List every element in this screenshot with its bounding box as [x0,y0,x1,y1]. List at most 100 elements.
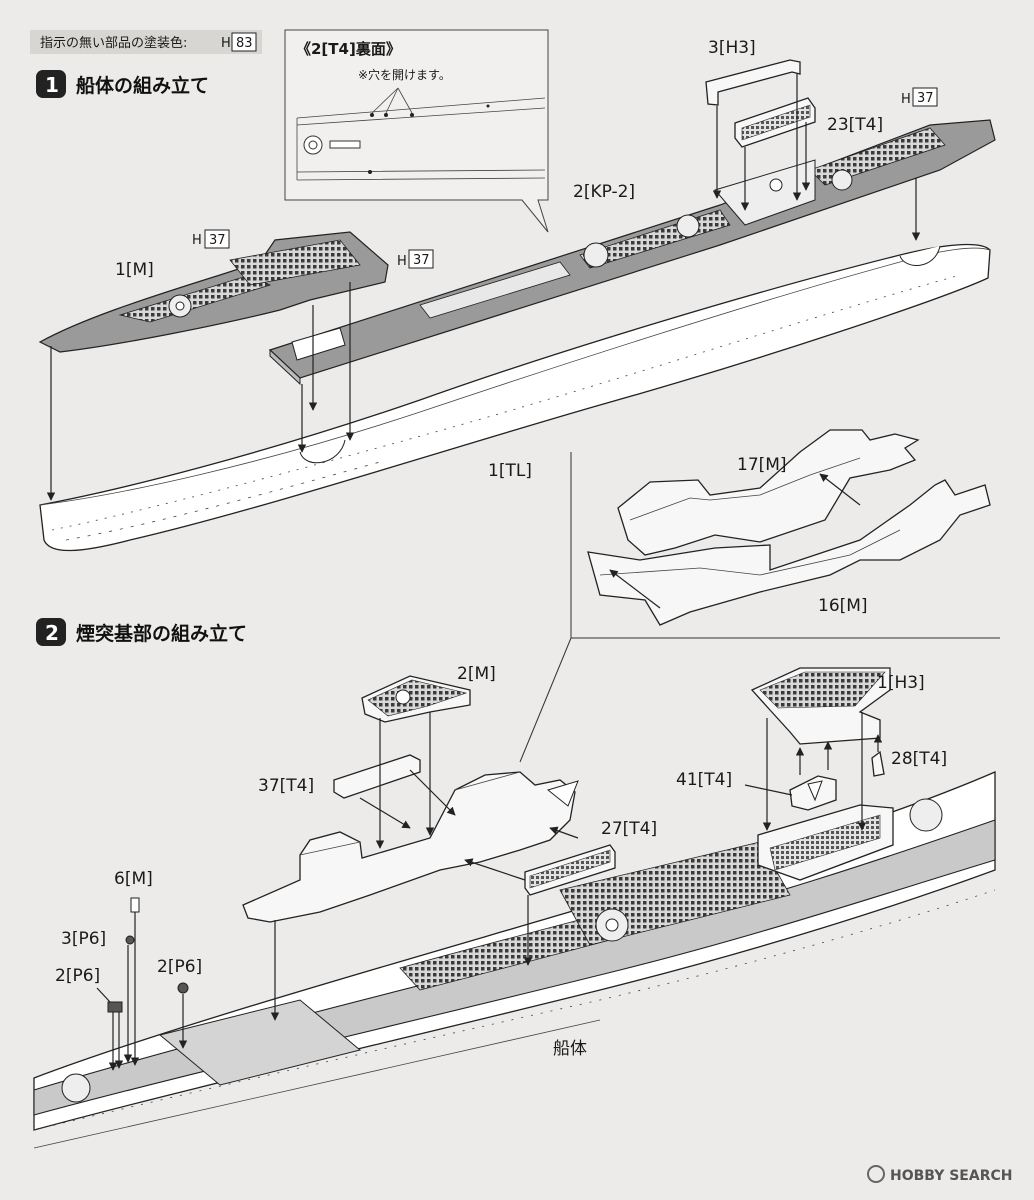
mast-cap [130,897,140,913]
inset-slot [329,140,361,149]
hull-deck-view [33,771,996,1149]
guide-arrow [549,826,579,839]
fitting3-body [125,935,135,945]
paint-note-label: 指示の無い部品の塗装色: [40,35,187,51]
platform-hole [395,689,411,705]
rail-part-3-h3 [705,59,801,106]
step1-heading: 1 船体の組み立て [36,70,209,98]
paint-box [408,249,434,269]
section-dividers [519,452,1000,763]
label-2-kp2: 2[KP-2] [573,182,635,202]
panel-body [333,754,421,799]
platform-part-2-m [361,675,471,723]
step2-title: 煙突基部の組み立て [76,622,247,645]
label-hull: 船体 [553,1039,587,1059]
hull-bridge-base [158,999,362,1086]
step1-guide-lines [46,74,921,501]
panel-part-37-t4 [333,754,421,799]
fitting-part-2-p6-right [177,982,189,994]
rail-part-body [705,59,801,106]
label-1-m: 1[M] [115,260,154,280]
step2-heading: 2 煙突基部の組み立て [36,618,247,646]
main-deck-turret-ring [831,169,853,191]
guide-leader [744,784,793,796]
guide-arrow [464,858,526,881]
paint-box [204,229,230,249]
rack-part-slots [741,104,811,141]
guide-arrow [359,797,411,829]
paint-code-h37-c: H 37 [901,87,938,107]
platform-grating [367,679,468,717]
step2-badge [36,618,66,646]
watermark: HOBBY SEARCH [867,1165,1012,1184]
inset-hole-mark [384,113,388,117]
paint-note-background [30,30,262,54]
bulwark-part-17-m [617,429,920,556]
main-deck-turret-ring [676,214,700,238]
paint-box [912,87,938,107]
paint-prefix: H [901,92,911,107]
post28-body [871,750,885,777]
paint-code-h37-b: H 37 [397,249,434,269]
rack-part-27-t4 [524,844,616,896]
step1-number: 1 [45,73,59,97]
hull-part-1-tl [39,243,991,552]
label-37-t4: 37[T4] [258,776,314,796]
inset-hole-mark [368,170,372,174]
label-2-p6-right: 2[P6] [157,957,202,977]
hull-fore-well [299,439,346,464]
paint-prefix: H [397,254,407,269]
bracket-part-41-t4 [789,775,837,811]
label-28-t4: 28[T4] [891,749,947,769]
watermark-text: HOBBY SEARCH [890,1168,1012,1184]
inset-pointer-lines [371,87,413,114]
callout-line [519,637,572,763]
rack-part-23-t4 [734,97,816,148]
main-deck-edge [269,348,301,386]
main-deck-part-2-kp2 [268,119,996,386]
paint-prefix: H [192,233,202,248]
paint-code-box [231,32,257,52]
paint-code-h37-a: H 37 [192,229,230,249]
label-3-h3: 3[H3] [708,38,756,58]
hull-turret-ring [61,1073,91,1103]
foredeck-grating-aft [229,239,361,286]
label-27-t4: 27[T4] [601,819,657,839]
bracket41-cutout [807,780,823,802]
label-17-m: 17[M] [737,455,787,475]
paint-note-prefix: H [221,36,231,51]
foredeck-part-1-m [38,231,389,353]
foredeck-grating [118,274,272,323]
guide-arrow [609,569,661,609]
paint-note-code: 83 [236,36,253,51]
guide-arrow [409,769,456,816]
paint-note: 指示の無い部品の塗装色: H 83 [30,30,262,54]
step1-badge [36,70,66,98]
bulwark-guide-lines [609,473,861,609]
inset-deck-outline [296,97,546,181]
rack27-slots [529,849,611,889]
step2-number: 2 [45,621,59,645]
label-1-h3: 1[H3] [877,673,925,693]
guide-leader [96,987,111,1003]
label-1-tl: 1[TL] [488,461,532,481]
bulwark-upper-body [617,429,920,556]
label-3-p6: 3[P6] [61,929,106,949]
paint-code: 37 [917,91,934,106]
hull-turret-hole [605,918,619,932]
funnel-base-vent [546,780,579,807]
label-23-t4: 23[T4] [827,115,883,135]
fitting2b-body [177,982,189,994]
paint-code: 37 [209,233,226,248]
label-2-p6-left: 2[P6] [55,966,100,986]
post-part-28-t4 [871,750,885,777]
funnel-base-body [242,771,576,923]
inset-hole-mark [370,113,374,117]
fitting-part-3-p6 [125,935,135,945]
foredeck-turret-hole [175,301,185,311]
guide-arrow [819,473,861,506]
inset-hole-mark [410,113,414,117]
label-16-m: 16[M] [818,596,868,616]
label-2-m: 2[M] [457,664,496,684]
